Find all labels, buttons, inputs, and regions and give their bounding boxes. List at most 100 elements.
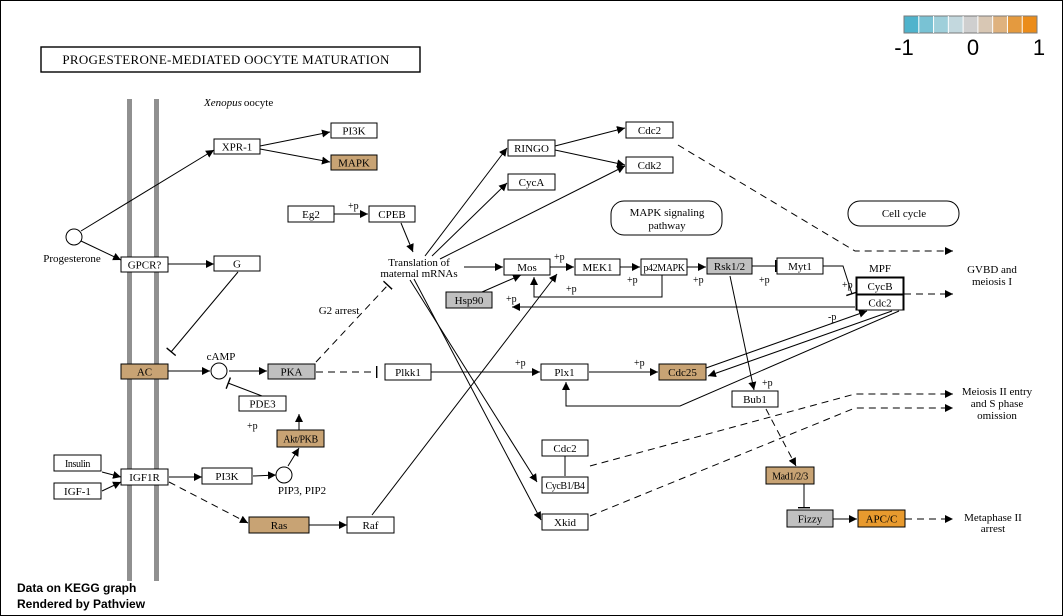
node-g[interactable]: G xyxy=(213,255,261,272)
node-box xyxy=(53,454,102,472)
node-label: Akt/PKB xyxy=(283,435,318,446)
node-raf[interactable]: Raf xyxy=(346,516,395,534)
node-rsk[interactable]: Rsk1/2 xyxy=(706,257,753,275)
node-pde3[interactable]: PDE3 xyxy=(238,395,287,412)
pip-compound[interactable] xyxy=(275,466,293,484)
cell-cycle-pathway-map[interactable]: Cell cycle xyxy=(847,200,960,227)
node-igf1r[interactable]: IGF1R xyxy=(120,468,169,486)
node-label: MEK1 xyxy=(583,262,613,274)
gvbd-label-2: meiosis I xyxy=(972,276,1012,288)
node-box xyxy=(267,363,316,380)
progesterone-compound[interactable] xyxy=(65,228,83,246)
node-box xyxy=(574,258,621,276)
node-cdc25[interactable]: Cdc25 xyxy=(658,363,707,381)
ptm-cdc25: +p xyxy=(634,358,645,369)
node-label: Eg2 xyxy=(302,209,320,221)
node-label: Raf xyxy=(363,520,379,532)
node-label: Cdk2 xyxy=(638,160,662,172)
node-gpcr[interactable]: GPCR? xyxy=(120,256,169,273)
node-cdc2-mid[interactable]: Cdc2 xyxy=(541,439,589,457)
node-cyca[interactable]: CycA xyxy=(507,173,556,191)
pathway-title: PROGESTERONE-MEDIATED OOCYTE MATURATION xyxy=(62,52,390,67)
pip-label: PIP3, PIP2 xyxy=(278,485,326,497)
node-label: APC/C xyxy=(866,514,898,526)
node-cdk2[interactable]: Cdk2 xyxy=(625,156,674,174)
node-ras[interactable]: Ras xyxy=(248,516,310,534)
node-ringo[interactable]: RINGO xyxy=(507,139,556,157)
legend-swatch xyxy=(1007,16,1023,33)
g2-arrest-label: G2 arrest xyxy=(319,305,360,317)
legend-swatch xyxy=(918,16,935,33)
node-label: PKA xyxy=(280,367,302,379)
pathway-title-box: PROGESTERONE-MEDIATED OOCYTE MATURATION xyxy=(40,46,421,73)
node-cpeb[interactable]: CPEB xyxy=(368,205,416,223)
node-box xyxy=(445,291,493,309)
node-box xyxy=(706,257,753,275)
ptm-mos: +p xyxy=(554,252,565,263)
mpf-label: MPF xyxy=(869,263,891,275)
node-box xyxy=(120,363,169,380)
node-box xyxy=(346,516,395,534)
node-myt1[interactable]: Myt1 xyxy=(776,257,824,275)
node-box xyxy=(765,466,815,485)
node-box xyxy=(368,205,416,223)
legend-min-label: -1 xyxy=(894,35,914,60)
mapk-signaling-pathway-map[interactable]: MAPK signaling pathway xyxy=(610,200,723,236)
node-cdc2-top[interactable]: Cdc2 xyxy=(625,121,674,139)
legend-swatch xyxy=(1022,16,1038,33)
legend-swatch xyxy=(963,16,979,33)
node-cdc2-mpf[interactable]: Cdc2 xyxy=(856,294,904,311)
node-apcc[interactable]: APC/C xyxy=(857,509,906,528)
node-mad[interactable]: Mad1/2/3 xyxy=(765,466,815,485)
node-label: CycA xyxy=(519,177,545,189)
node-label: Mos xyxy=(517,262,537,274)
node-mapk[interactable]: MAPK xyxy=(330,154,378,171)
ptm-rsk: +p xyxy=(693,275,704,286)
node-label: Ras xyxy=(271,520,288,532)
node-pka[interactable]: PKA xyxy=(267,363,316,380)
node-box xyxy=(786,509,834,528)
node-box xyxy=(625,156,674,174)
node-bub1[interactable]: Bub1 xyxy=(731,390,779,408)
node-xkid[interactable]: Xkid xyxy=(541,513,589,531)
node-pi3k-top[interactable]: PI3K xyxy=(330,122,378,139)
node-label: PDE3 xyxy=(249,399,276,411)
membrane-right xyxy=(154,99,159,581)
node-insulin[interactable]: Insulin xyxy=(53,454,102,472)
node-box xyxy=(287,205,335,223)
node-label: Rsk1/2 xyxy=(714,261,745,273)
camp-compound[interactable] xyxy=(210,362,228,380)
node-xpr1[interactable]: XPR-1 xyxy=(213,138,261,155)
node-mos[interactable]: Mos xyxy=(503,258,551,276)
node-label: AC xyxy=(137,367,152,379)
node-aktpkb[interactable]: Akt/PKB xyxy=(276,429,325,448)
legend-swatch xyxy=(933,16,949,33)
node-plkk1[interactable]: Plkk1 xyxy=(384,363,432,381)
node-cycb14[interactable]: CycB1/B4 xyxy=(541,476,589,494)
node-hsp90[interactable]: Hsp90 xyxy=(445,291,493,309)
node-fizzy[interactable]: Fizzy xyxy=(786,509,834,528)
cell-cycle-label: Cell cycle xyxy=(882,208,926,220)
node-label: CPEB xyxy=(378,209,406,221)
ptm-cpeb: +p xyxy=(348,201,359,212)
node-box xyxy=(625,121,674,139)
ptm-mos-feedback: +p xyxy=(506,294,517,305)
node-box xyxy=(776,257,824,275)
node-pi3k-bottom[interactable]: PI3K xyxy=(201,467,253,485)
ptm-mpf: +p xyxy=(842,280,853,291)
node-p42mapk[interactable]: p42MAPK xyxy=(640,258,688,276)
node-cycb[interactable]: CycB xyxy=(856,277,904,295)
legend-mid-label: 0 xyxy=(967,35,979,60)
node-eg2[interactable]: Eg2 xyxy=(287,205,335,223)
node-box xyxy=(507,173,556,191)
node-label: CycB xyxy=(867,281,892,293)
node-igf1[interactable]: IGF-1 xyxy=(53,482,102,500)
node-label: p42MAPK xyxy=(643,263,685,274)
node-label: Myt1 xyxy=(788,261,812,273)
legend-swatch xyxy=(992,16,1008,33)
node-mek1[interactable]: MEK1 xyxy=(574,258,621,276)
progesterone-label: Progesterone xyxy=(43,253,101,265)
node-plx1[interactable]: Plx1 xyxy=(540,363,589,381)
node-ac[interactable]: AC xyxy=(120,363,169,380)
